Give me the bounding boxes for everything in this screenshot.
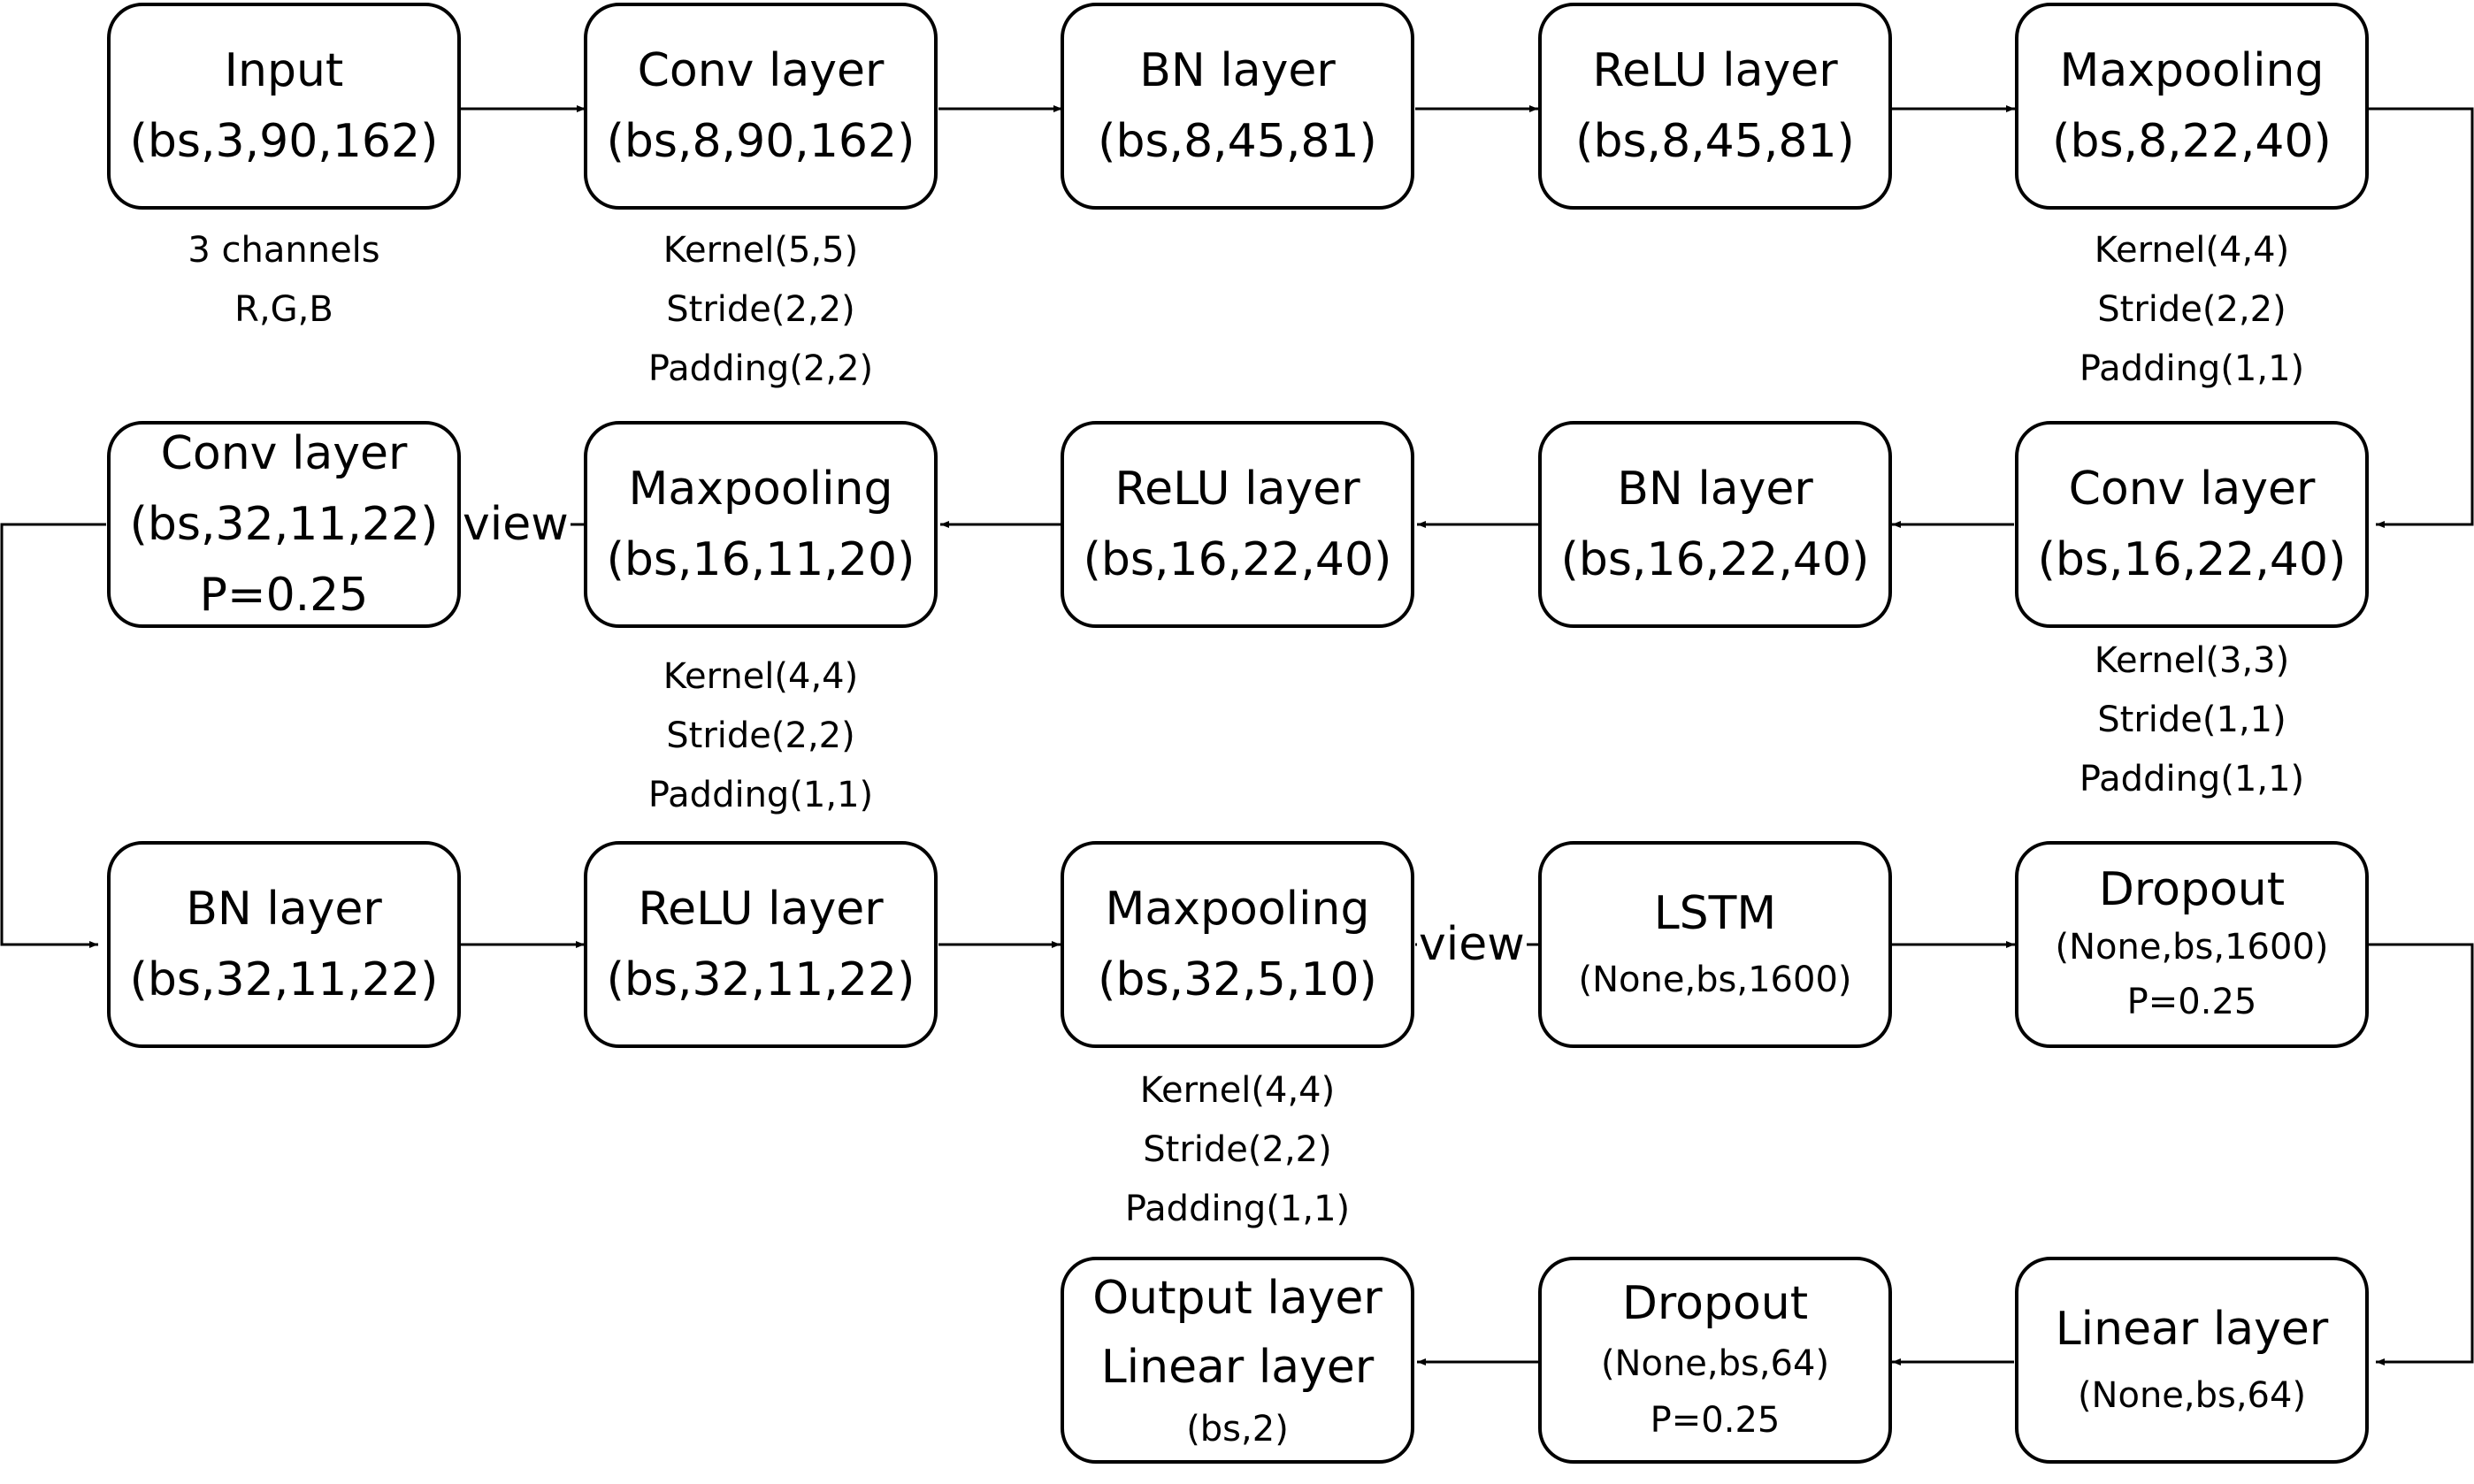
stride-param: Stride(2,2) xyxy=(1143,1129,1332,1170)
node-title: BN layer xyxy=(1617,463,1813,516)
node-title: BN layer xyxy=(1139,44,1336,97)
maxpooling-1-node: Maxpooling (bs,8,22,40) xyxy=(2015,3,2369,210)
note-line: 3 channels xyxy=(188,230,380,271)
node-shape: (None,bs,64) xyxy=(1600,1343,1830,1384)
stride-param: Stride(2,2) xyxy=(2097,289,2286,330)
node-shape: (None,bs,1600) xyxy=(2055,927,2329,968)
node-shape: (bs,3,90,162) xyxy=(129,115,439,168)
kernel-param: Kernel(5,5) xyxy=(663,230,859,271)
dropout-1-node: Dropout (None,bs,1600) P=0.25 xyxy=(2015,841,2369,1048)
kernel-param: Kernel(4,4) xyxy=(1139,1070,1336,1111)
node-title: ReLU layer xyxy=(638,883,884,936)
lstm-node: LSTM (None,bs,1600) xyxy=(1538,841,1892,1048)
node-shape: (bs,16,22,40) xyxy=(1083,533,1392,586)
maxpooling-3-params: Kernel(4,4) Stride(2,2) Padding(1,1) xyxy=(1061,1061,1414,1239)
maxpooling-2-params: Kernel(4,4) Stride(2,2) Padding(1,1) xyxy=(584,647,938,825)
padding-param: Padding(1,1) xyxy=(1124,1189,1351,1229)
stride-param: Stride(2,2) xyxy=(666,289,855,330)
node-title: ReLU layer xyxy=(1114,463,1360,516)
note-line: R,G,B xyxy=(234,289,333,330)
conv-layer-2-params: Kernel(3,3) Stride(1,1) Padding(1,1) xyxy=(2015,631,2369,809)
bn-layer-2-node: BN layer (bs,16,22,40) xyxy=(1538,421,1892,628)
node-dropout-rate: P=0.25 xyxy=(2126,982,2257,1022)
padding-param: Padding(1,1) xyxy=(647,775,874,815)
conv-layer-3-node: Conv layer (bs,32,11,22) P=0.25 xyxy=(107,421,461,628)
padding-param: Padding(1,1) xyxy=(2079,348,2305,389)
bn-layer-1-node: BN layer (bs,8,45,81) xyxy=(1061,3,1414,210)
padding-param: Padding(1,1) xyxy=(2079,759,2305,799)
node-title: Dropout xyxy=(2098,863,2286,916)
relu-layer-1-node: ReLU layer (bs,8,45,81) xyxy=(1538,3,1892,210)
view-label-2: view xyxy=(1417,918,1527,971)
node-dropout-rate: P=0.25 xyxy=(1650,1400,1781,1441)
stride-param: Stride(2,2) xyxy=(666,715,855,756)
node-shape: (bs,32,5,10) xyxy=(1098,953,1377,1006)
kernel-param: Kernel(3,3) xyxy=(2094,640,2290,681)
node-subtitle: Linear layer xyxy=(1100,1341,1375,1394)
node-shape: (bs,32,11,22) xyxy=(129,953,439,1006)
node-shape: (None,bs,1600) xyxy=(1578,960,1852,1000)
bn-layer-3-node: BN layer (bs,32,11,22) xyxy=(107,841,461,1048)
stride-param: Stride(1,1) xyxy=(2097,700,2286,740)
node-shape: (bs,8,45,81) xyxy=(1575,115,1855,168)
node-title: Linear layer xyxy=(2055,1303,2329,1356)
node-title: Conv layer xyxy=(2068,463,2316,516)
input-node: Input (bs,3,90,162) xyxy=(107,3,461,210)
arrow-conv3-to-bn3 xyxy=(0,523,106,948)
node-title: Maxpooling xyxy=(2059,44,2325,97)
node-shape: (bs,32,11,22) xyxy=(606,953,915,1006)
node-shape: (bs,16,22,40) xyxy=(1560,533,1870,586)
node-shape: (bs,16,11,20) xyxy=(606,533,915,586)
view-label-1: view xyxy=(461,498,571,551)
arrow-dropout1-to-linear xyxy=(2369,943,2474,1365)
conv-layer-1-params: Kernel(5,5) Stride(2,2) Padding(2,2) xyxy=(584,221,938,399)
relu-layer-2-node: ReLU layer (bs,16,22,40) xyxy=(1061,421,1414,628)
node-shape: (bs,8,45,81) xyxy=(1098,115,1377,168)
node-title: Dropout xyxy=(1621,1277,1809,1330)
kernel-param: Kernel(4,4) xyxy=(663,656,859,697)
padding-param: Padding(2,2) xyxy=(647,348,874,389)
node-shape: (bs,8,22,40) xyxy=(2052,115,2332,168)
node-title: Maxpooling xyxy=(628,463,893,516)
node-title: LSTM xyxy=(1653,887,1777,940)
node-shape: (bs,16,22,40) xyxy=(2037,533,2347,586)
node-dropout-rate: P=0.25 xyxy=(199,569,369,622)
node-title: BN layer xyxy=(186,883,382,936)
maxpooling-2-node: Maxpooling (bs,16,11,20) xyxy=(584,421,938,628)
node-title: ReLU layer xyxy=(1592,44,1838,97)
output-layer-node: Output layer Linear layer (bs,2) xyxy=(1061,1257,1414,1464)
relu-layer-3-node: ReLU layer (bs,32,11,22) xyxy=(584,841,938,1048)
conv-layer-2-node: Conv layer (bs,16,22,40) xyxy=(2015,421,2369,628)
node-title: Output layer xyxy=(1092,1272,1383,1325)
maxpooling-3-node: Maxpooling (bs,32,5,10) xyxy=(1061,841,1414,1048)
kernel-param: Kernel(4,4) xyxy=(2094,230,2290,271)
arrow-maxpool1-to-conv2 xyxy=(2369,107,2474,528)
node-title: Conv layer xyxy=(637,44,885,97)
node-shape: (bs,32,11,22) xyxy=(129,498,439,551)
conv-layer-1-node: Conv layer (bs,8,90,162) xyxy=(584,3,938,210)
node-title: Input xyxy=(224,44,344,97)
linear-layer-node: Linear layer (None,bs,64) xyxy=(2015,1257,2369,1464)
maxpooling-1-params: Kernel(4,4) Stride(2,2) Padding(1,1) xyxy=(2015,221,2369,399)
node-shape: (None,bs,64) xyxy=(2077,1375,2307,1416)
dropout-2-node: Dropout (None,bs,64) P=0.25 xyxy=(1538,1257,1892,1464)
node-shape: (bs,8,90,162) xyxy=(606,115,915,168)
node-title: Maxpooling xyxy=(1105,883,1370,936)
node-title: Conv layer xyxy=(160,427,408,480)
input-note: 3 channels R,G,B xyxy=(107,221,461,340)
node-shape: (bs,2) xyxy=(1186,1409,1289,1450)
